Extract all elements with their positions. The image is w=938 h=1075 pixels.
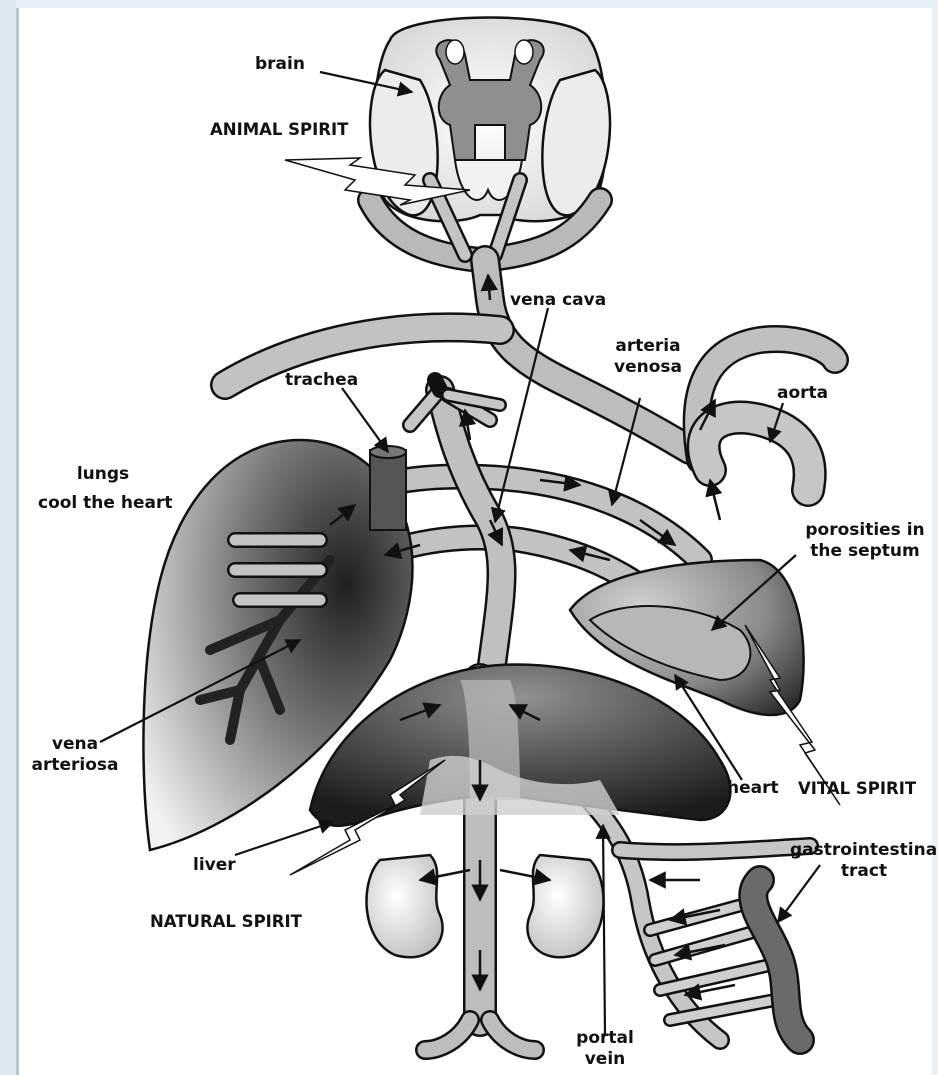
label-gastrointestinal: gastrointestinal tract bbox=[790, 840, 938, 883]
label-lungs-line1: lungs bbox=[38, 464, 168, 493]
trachea-leader bbox=[342, 388, 388, 452]
label-brain: brain bbox=[255, 54, 305, 75]
gastrointestinal-illustration bbox=[753, 880, 800, 1040]
label-animal-spirit: ANIMAL SPIRIT bbox=[210, 120, 348, 141]
label-lungs-line2: cool the heart bbox=[38, 493, 168, 514]
label-natural-spirit: NATURAL SPIRIT bbox=[150, 912, 302, 933]
label-gastro-line2: tract bbox=[790, 861, 938, 882]
label-vena-arteriosa-line1: vena bbox=[20, 734, 130, 755]
label-lungs: lungs cool the heart bbox=[38, 464, 168, 515]
liver-illustration bbox=[310, 664, 730, 825]
label-porosities-line2: the septum bbox=[795, 541, 935, 562]
label-portal-vein: portal vein bbox=[565, 1028, 645, 1071]
label-vena-arteriosa-line2: arteriosa bbox=[20, 755, 130, 776]
label-heart: heart bbox=[727, 778, 779, 799]
label-aorta: aorta bbox=[777, 383, 828, 404]
label-porosities: porosities in the septum bbox=[795, 520, 935, 563]
label-portal-line2: vein bbox=[565, 1049, 645, 1070]
label-arteria-venosa-line2: venosa bbox=[600, 357, 696, 378]
liver-leader bbox=[235, 822, 333, 855]
label-trachea: trachea bbox=[285, 370, 358, 391]
label-vena-arteriosa: vena arteriosa bbox=[20, 734, 130, 777]
label-portal-line1: portal bbox=[565, 1028, 645, 1049]
label-arteria-venosa: arteria venosa bbox=[600, 336, 696, 379]
label-porosities-line1: porosities in bbox=[795, 520, 935, 541]
portal-leader bbox=[603, 825, 605, 1035]
label-vital-spirit: VITAL SPIRIT bbox=[798, 779, 916, 800]
label-arteria-venosa-line1: arteria bbox=[600, 336, 696, 357]
label-liver: liver bbox=[193, 855, 236, 876]
label-vena-cava: vena cava bbox=[510, 290, 606, 311]
label-gastro-line1: gastrointestinal bbox=[790, 840, 938, 861]
